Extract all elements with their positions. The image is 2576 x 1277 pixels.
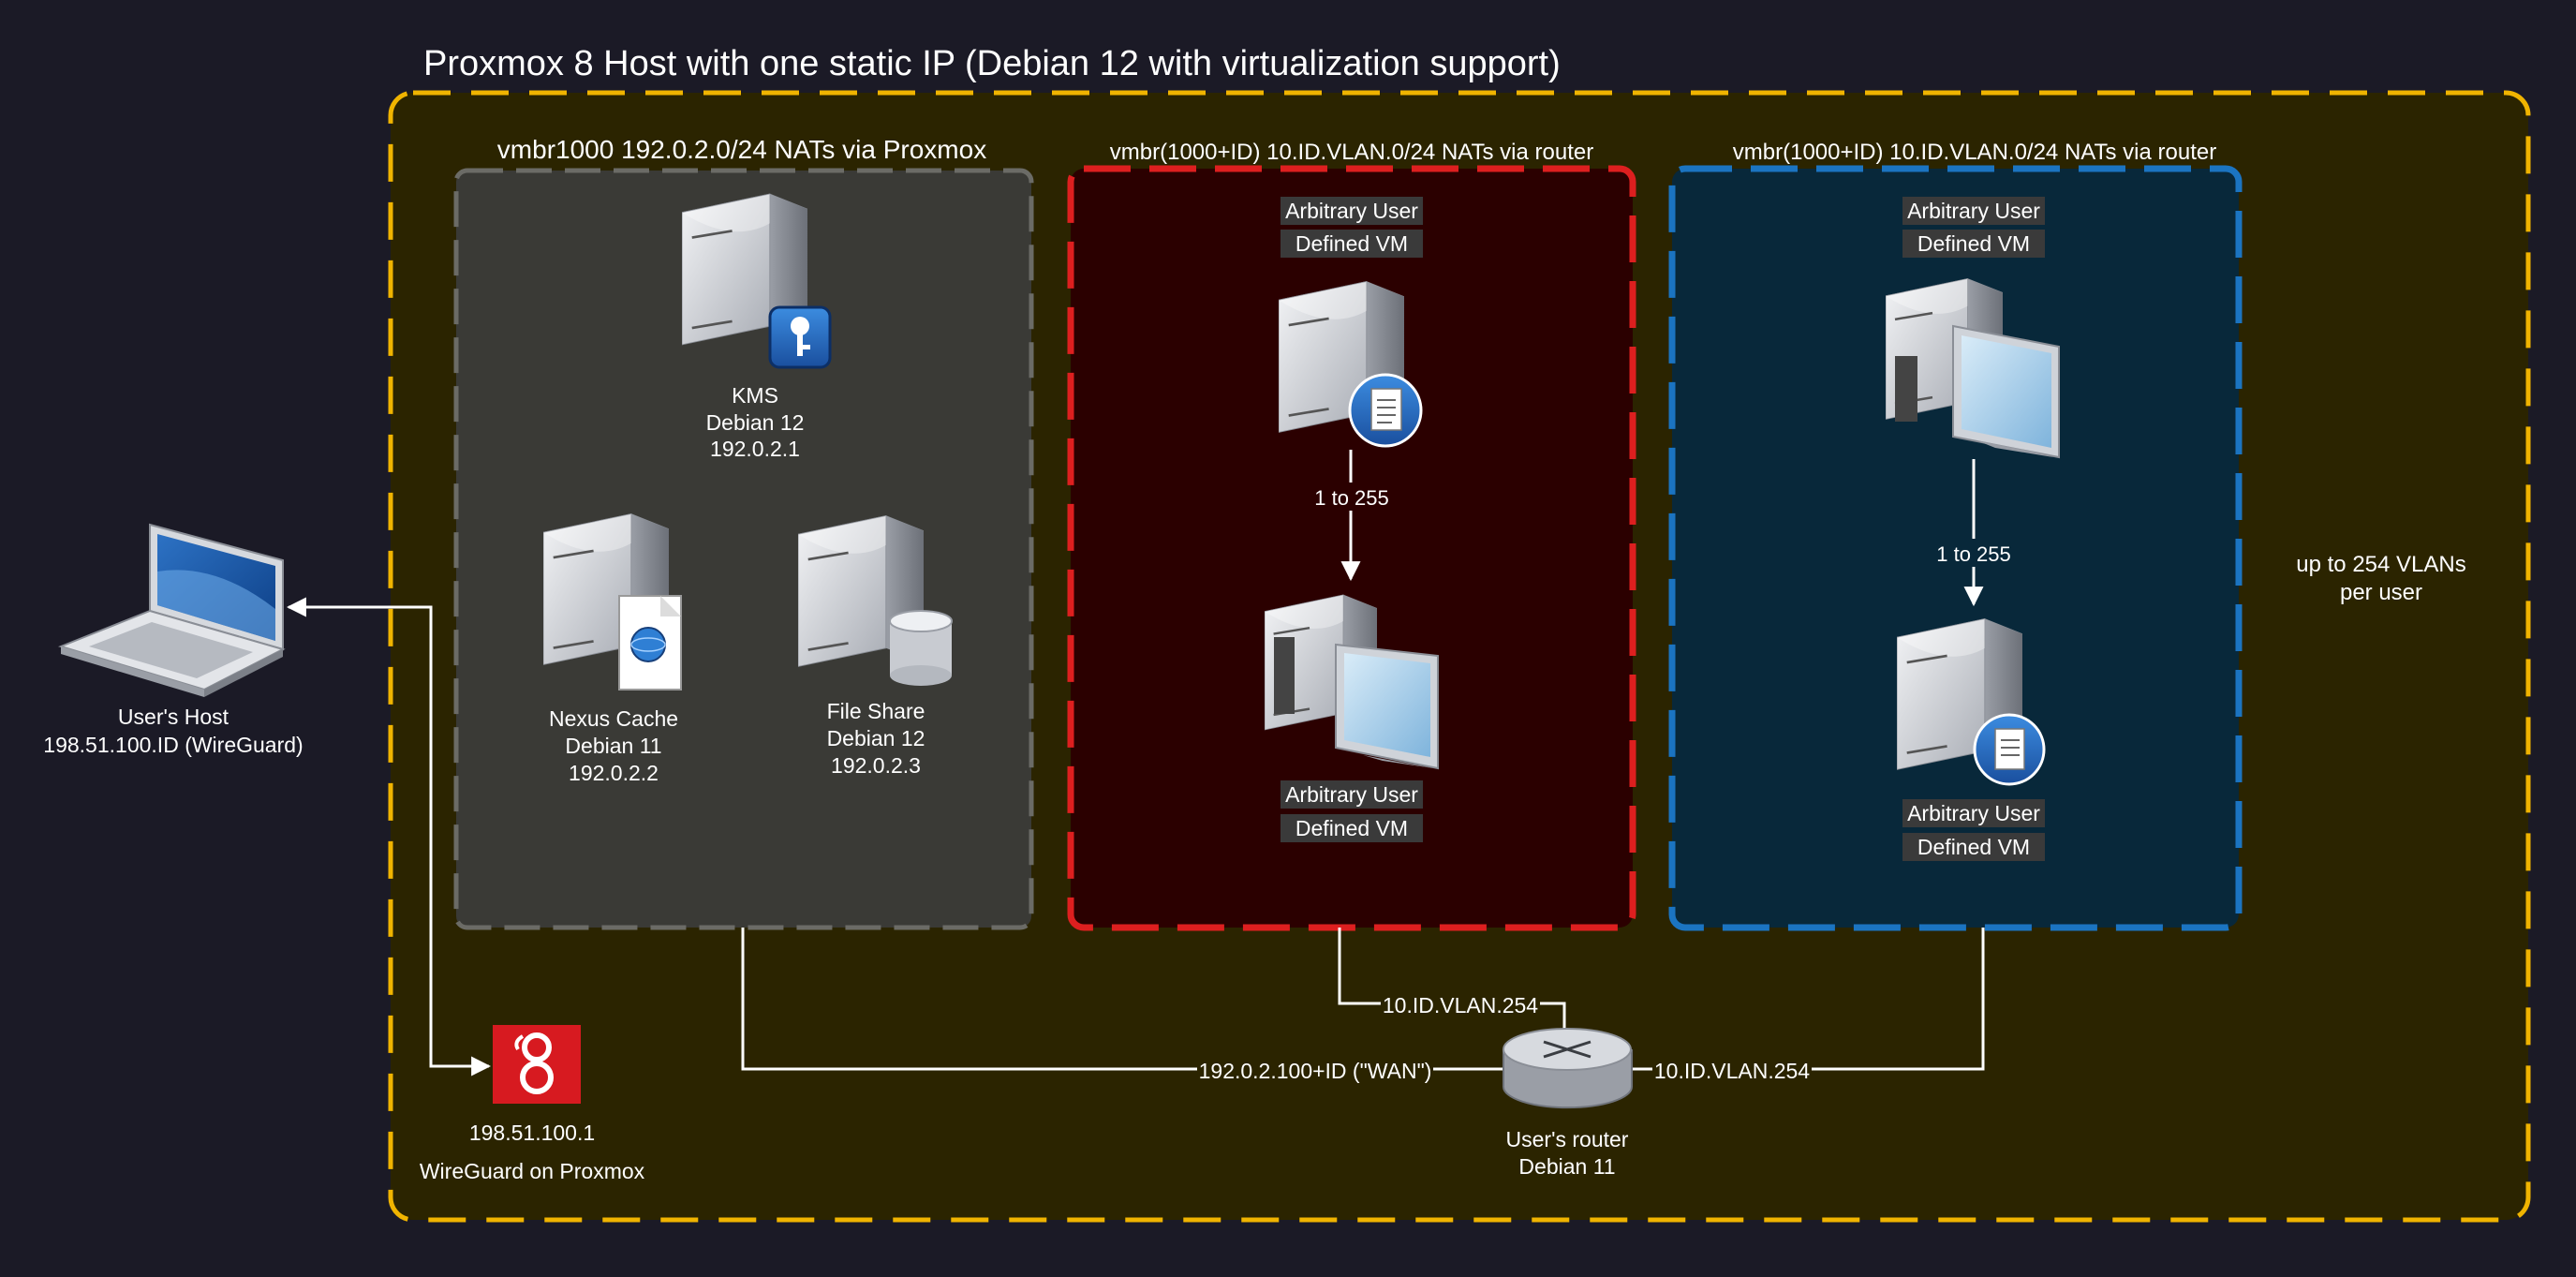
red-top-vm-icon bbox=[1279, 280, 1423, 448]
blue-count-bg bbox=[1932, 539, 2016, 567]
red-gateway-label: 10.ID.VLAN.254 bbox=[1383, 993, 1538, 1017]
router-icon bbox=[1503, 1028, 1633, 1109]
blue-top-vm-icon bbox=[1886, 277, 2060, 459]
user-host-name: User's Host bbox=[118, 705, 229, 729]
wireguard-ip: 198.51.100.1 bbox=[469, 1121, 595, 1145]
blue-bottom-label-bg bbox=[1902, 799, 2045, 827]
blue-bottom-vm-line1: Arbitrary User bbox=[1907, 801, 2040, 825]
blue-gw-label-bg bbox=[1652, 1056, 1812, 1084]
red-vlan-label: vmbr(1000+ID) 10.ID.VLAN.0/24 NATs via r… bbox=[1110, 140, 1593, 165]
blue-top-vm-line1: Arbitrary User bbox=[1907, 199, 2040, 223]
user-host-ip: 198.51.100.ID (WireGuard) bbox=[43, 733, 303, 757]
red-bottom-vm-line1: Arbitrary User bbox=[1285, 782, 1418, 807]
nexus-os: Debian 11 bbox=[565, 734, 661, 758]
wan-link-label: 192.0.2.100+ID ("WAN") bbox=[1199, 1059, 1432, 1083]
vlan-limit-note-line2: per user bbox=[2340, 580, 2422, 605]
nexus-server-icon bbox=[543, 512, 682, 690]
wireguard-name: WireGuard on Proxmox bbox=[420, 1159, 645, 1183]
blue-bottom-vm-icon bbox=[1897, 617, 2046, 786]
fileshare-ip: 192.0.2.3 bbox=[831, 753, 921, 778]
kms-os: Debian 12 bbox=[706, 410, 805, 435]
red-bottom-label-bg bbox=[1281, 780, 1423, 809]
red-top-label-bg bbox=[1281, 197, 1423, 225]
host-title: Proxmox 8 Host with one static IP (Debia… bbox=[423, 44, 1561, 83]
blue-vm-count: 1 to 255 bbox=[1936, 542, 2011, 566]
red-bottom-vm-line2: Defined VM bbox=[1295, 816, 1408, 840]
blue-gateway-label: 10.ID.VLAN.254 bbox=[1654, 1059, 1810, 1083]
link-user-wireguard bbox=[286, 597, 492, 1077]
router-os: Debian 11 bbox=[1518, 1154, 1615, 1179]
red-top-vm-line2: Defined VM bbox=[1295, 231, 1408, 256]
fileshare-name: File Share bbox=[827, 699, 925, 723]
red-vm-count: 1 to 255 bbox=[1314, 486, 1389, 510]
router-name: User's router bbox=[1506, 1127, 1629, 1151]
vlan-limit-note-line1: up to 254 VLANs bbox=[2296, 552, 2465, 577]
red-count-bg bbox=[1310, 483, 1394, 511]
blue-top-label-bg2 bbox=[1902, 230, 2045, 258]
nexus-ip: 192.0.2.2 bbox=[569, 761, 659, 785]
laptop-icon bbox=[57, 523, 286, 697]
blue-top-vm-line2: Defined VM bbox=[1917, 231, 2030, 256]
red-bottom-vm-icon bbox=[1265, 593, 1439, 770]
red-top-label-bg2 bbox=[1281, 230, 1423, 258]
kms-ip: 192.0.2.1 bbox=[710, 437, 800, 461]
red-gw-label-bg bbox=[1381, 990, 1540, 1018]
bridge-group bbox=[453, 168, 1034, 930]
red-bottom-label-bg2 bbox=[1281, 814, 1423, 842]
fileshare-server-icon bbox=[798, 514, 953, 686]
nexus-name: Nexus Cache bbox=[549, 706, 678, 731]
red-top-vm-line1: Arbitrary User bbox=[1285, 199, 1418, 223]
wireguard-logo-icon bbox=[493, 1025, 581, 1104]
blue-top-label-bg bbox=[1902, 197, 2045, 225]
fileshare-os: Debian 12 bbox=[827, 726, 925, 750]
bridge-group-label: vmbr1000 192.0.2.0/24 NATs via Proxmox bbox=[497, 135, 986, 164]
blue-vlan-label: vmbr(1000+ID) 10.ID.VLAN.0/24 NATs via r… bbox=[1733, 140, 2216, 165]
kms-name: KMS bbox=[732, 383, 778, 408]
kms-server-icon bbox=[682, 192, 832, 369]
blue-bottom-label-bg2 bbox=[1902, 833, 2045, 861]
blue-bottom-vm-line2: Defined VM bbox=[1917, 835, 2030, 859]
wan-label-bg bbox=[1197, 1056, 1433, 1084]
